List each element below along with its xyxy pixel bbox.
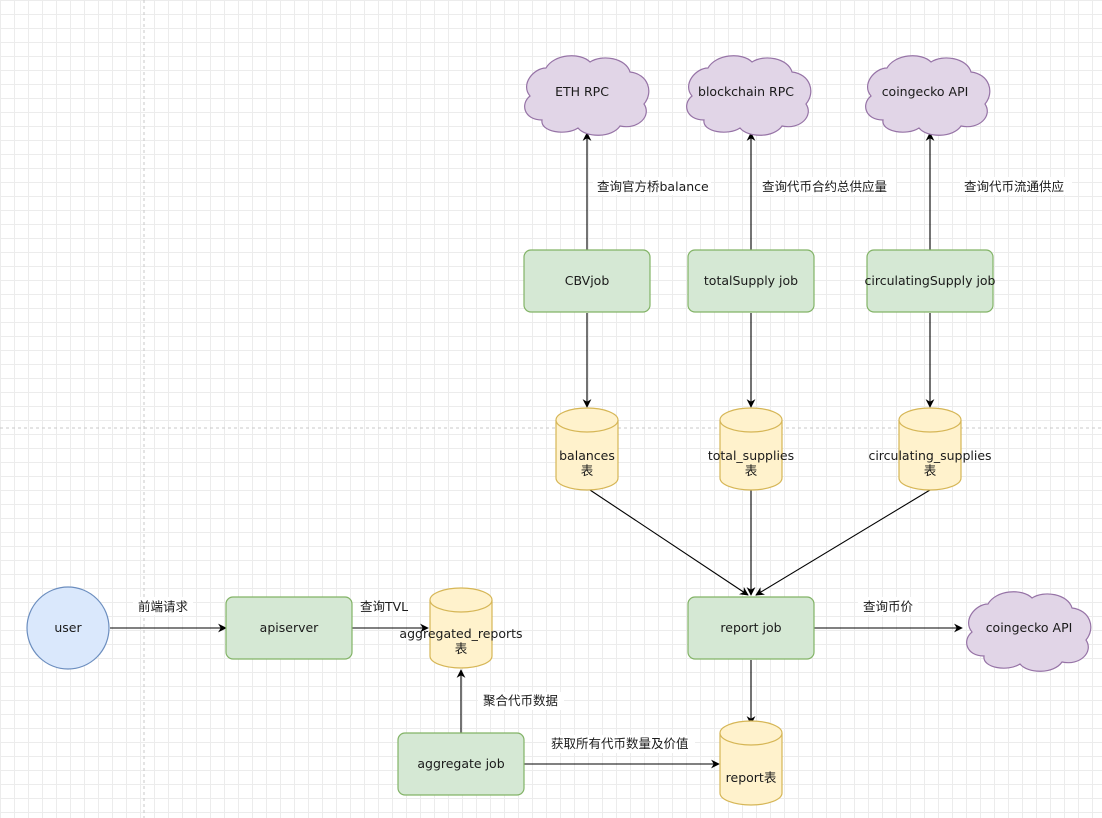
blockchain-rpc-cloud[interactable]: blockchain RPC bbox=[686, 55, 812, 136]
edge-label-circ-coingecko: 查询代币流通供应 bbox=[964, 179, 1064, 194]
total-supplies-table[interactable]: total_supplies 表 bbox=[708, 407, 794, 491]
aggregated-reports-label: aggregated_reports bbox=[399, 626, 522, 641]
total-supplies-label: total_supplies bbox=[708, 448, 794, 463]
cbv-job-node[interactable]: CBVjob bbox=[523, 249, 651, 313]
edge-circulating-reportjob bbox=[755, 489, 931, 596]
total-supply-job-node[interactable]: totalSupply job bbox=[687, 249, 815, 313]
edge-labels: 前端请求 查询TVL 聚合代币数据 获取所有代币数量及价值 查询币价 查询官方桥… bbox=[133, 177, 1072, 753]
circulating-supplies-table[interactable]: circulating_supplies 表 bbox=[868, 407, 992, 491]
edge-label-bg bbox=[133, 597, 193, 615]
eth-rpc-cloud[interactable]: ETH RPC bbox=[524, 55, 650, 136]
edge-label-bg bbox=[478, 692, 564, 710]
edge-label-cbv-eth: 查询官方桥balance bbox=[597, 179, 709, 194]
report-job-node[interactable]: report job bbox=[687, 596, 815, 660]
edge-label-aggjob-agg: 聚合代币数据 bbox=[483, 693, 558, 708]
edge-balances-reportjob bbox=[586, 487, 749, 596]
report-job-label: report job bbox=[720, 620, 781, 635]
edge-label-bg bbox=[758, 177, 896, 195]
coingecko-api-top-cloud[interactable]: coingecko API bbox=[865, 55, 991, 136]
balances-label-suffix: 表 bbox=[581, 463, 594, 478]
edges bbox=[110, 132, 963, 769]
edge-label-bg bbox=[593, 177, 711, 195]
apiserver-node-label: apiserver bbox=[260, 620, 319, 635]
edge-label-total-blockchain: 查询代币合约总供应量 bbox=[762, 179, 887, 194]
circulating-supply-job-label: circulatingSupply job bbox=[865, 273, 996, 288]
coingecko-api-bottom-cloud[interactable]: coingecko API bbox=[966, 591, 1092, 672]
edge-label-bg bbox=[858, 597, 918, 615]
user-node[interactable]: user bbox=[26, 586, 110, 670]
cbv-job-label: CBVjob bbox=[565, 273, 610, 288]
balances-table[interactable]: balances 表 bbox=[555, 407, 619, 491]
report-table-label: report表 bbox=[726, 770, 777, 785]
circulating-supplies-label: circulating_supplies bbox=[868, 448, 991, 463]
edge-label-api-agg: 查询TVL bbox=[360, 599, 408, 614]
user-node-label: user bbox=[54, 620, 82, 635]
total-supply-job-label: totalSupply job bbox=[704, 273, 798, 288]
aggregate-job-label: aggregate job bbox=[417, 756, 504, 771]
coingecko-api-bottom-label: coingecko API bbox=[986, 620, 1073, 635]
circulating-supply-job-node[interactable]: circulatingSupply job bbox=[865, 249, 996, 313]
coingecko-api-top-label: coingecko API bbox=[882, 84, 969, 99]
eth-rpc-label: ETH RPC bbox=[555, 84, 609, 99]
edge-label-user-api: 前端请求 bbox=[138, 599, 189, 614]
balances-label: balances bbox=[559, 448, 615, 463]
circulating-supplies-label-suffix: 表 bbox=[924, 463, 937, 478]
apiserver-node[interactable]: apiserver bbox=[225, 596, 353, 660]
total-supplies-label-suffix: 表 bbox=[745, 463, 758, 478]
edge-label-aggjob-report: 获取所有代币数量及价值 bbox=[551, 736, 689, 751]
report-table[interactable]: report表 bbox=[719, 720, 783, 806]
aggregate-job-node[interactable]: aggregate job bbox=[397, 732, 525, 796]
aggregated-reports-table[interactable]: aggregated_reports 表 bbox=[399, 587, 523, 669]
blockchain-rpc-label: blockchain RPC bbox=[698, 84, 794, 99]
edge-label-report-coingecko: 查询币价 bbox=[863, 599, 914, 614]
aggregated-reports-label-suffix: 表 bbox=[455, 641, 468, 656]
edge-label-bg bbox=[960, 177, 1072, 195]
edge-label-bg bbox=[547, 735, 695, 753]
